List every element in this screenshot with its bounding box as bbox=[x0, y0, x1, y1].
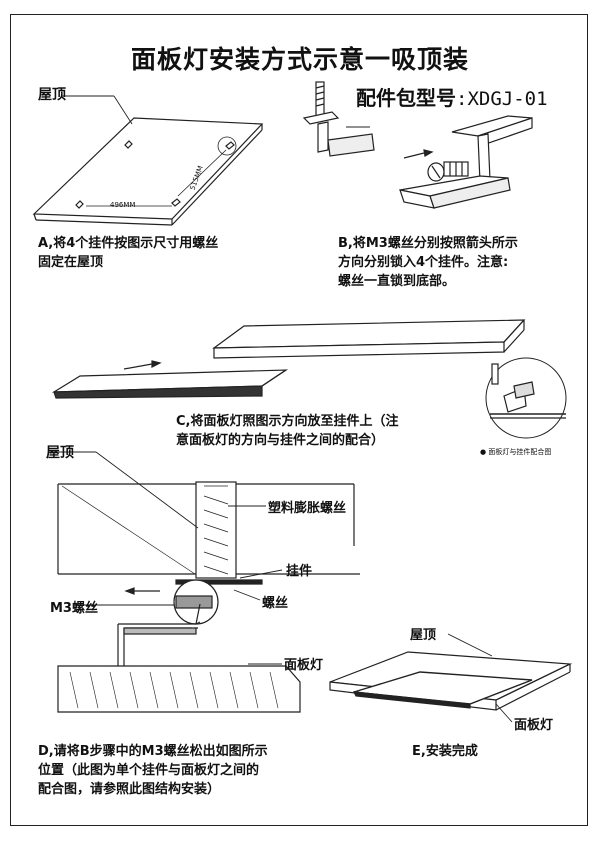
step-d-panel-label: 面板灯 bbox=[284, 658, 324, 673]
step-a-dim-horizontal: 496MM bbox=[110, 201, 136, 209]
step-c-caption-line1: C,将面板灯照图示方向放至挂件上（注 bbox=[176, 414, 399, 429]
step-a-bracket bbox=[302, 81, 375, 157]
step-b-caption: B,将M3螺丝分别按照箭头所示 方向分别锁入4个挂件。注意: 螺丝一直锁到底部。 bbox=[338, 234, 518, 291]
step-b-caption-line3: 螺丝一直锁到底部。 bbox=[338, 274, 456, 289]
step-d-ceiling-label: 屋顶 bbox=[46, 445, 74, 461]
step-c-caption: C,将面板灯照图示方向放至挂件上（注 意面板灯的方向与挂件之间的配合） bbox=[176, 412, 398, 450]
step-d-caption-line3: 配合图，请参照此图结构安装） bbox=[38, 782, 221, 797]
step-c-inset bbox=[485, 357, 567, 439]
step-e-panel-label: 面板灯 bbox=[514, 718, 554, 733]
step-d-screw-label: 螺丝 bbox=[262, 596, 289, 611]
step-d-plastic-screw-label: 塑料膨胀螺丝 bbox=[268, 501, 347, 516]
step-e-completed bbox=[329, 633, 573, 723]
step-b-caption-line1: B,将M3螺丝分别按照箭头所示 bbox=[338, 236, 518, 251]
step-a-ceiling-label: 屋顶 bbox=[38, 87, 66, 103]
step-c-caption-line2: 意面板灯的方向与挂件之间的配合） bbox=[176, 433, 385, 448]
step-a-caption-line1: A,将4个挂件按图示尺寸用螺丝 bbox=[38, 236, 219, 251]
step-c-panels bbox=[51, 319, 526, 399]
step-b-bracket bbox=[399, 115, 533, 209]
step-d-caption-line1: D,请将B步骤中的M3螺丝松出如图所示 bbox=[38, 744, 268, 759]
step-e-ceiling-label: 屋顶 bbox=[410, 628, 437, 643]
step-d-caption-line2: 位置（此图为单个挂件与面板灯之间的 bbox=[38, 763, 260, 778]
step-d-caption: D,请将B步骤中的M3螺丝松出如图所示 位置（此图为单个挂件与面板灯之间的 配合… bbox=[38, 742, 268, 799]
package-model-prefix: 配件包型号 bbox=[356, 86, 456, 110]
step-a-caption-line2: 固定在屋顶 bbox=[38, 255, 104, 270]
page-title: 面板灯安装方式示意一吸顶装 bbox=[130, 45, 469, 74]
step-e-caption: E,安装完成 bbox=[412, 744, 478, 759]
step-d-cross-section bbox=[48, 451, 360, 713]
package-model-code: :XDGJ-01 bbox=[456, 88, 548, 110]
page-border bbox=[10, 14, 588, 826]
step-a-caption: A,将4个挂件按图示尺寸用螺丝 固定在屋顶 bbox=[38, 234, 218, 272]
step-d-m3-label: M3螺丝 bbox=[50, 601, 98, 616]
step-a-ceiling-plate bbox=[32, 95, 264, 226]
step-b-caption-line2: 方向分别锁入4个挂件。注意: bbox=[338, 255, 509, 270]
step-c-inset-caption: ● 面板灯与挂件配合图 bbox=[480, 448, 552, 456]
package-model: 配件包型号:XDGJ-01 bbox=[356, 82, 548, 111]
step-d-hanger-label: 挂件 bbox=[286, 564, 313, 579]
